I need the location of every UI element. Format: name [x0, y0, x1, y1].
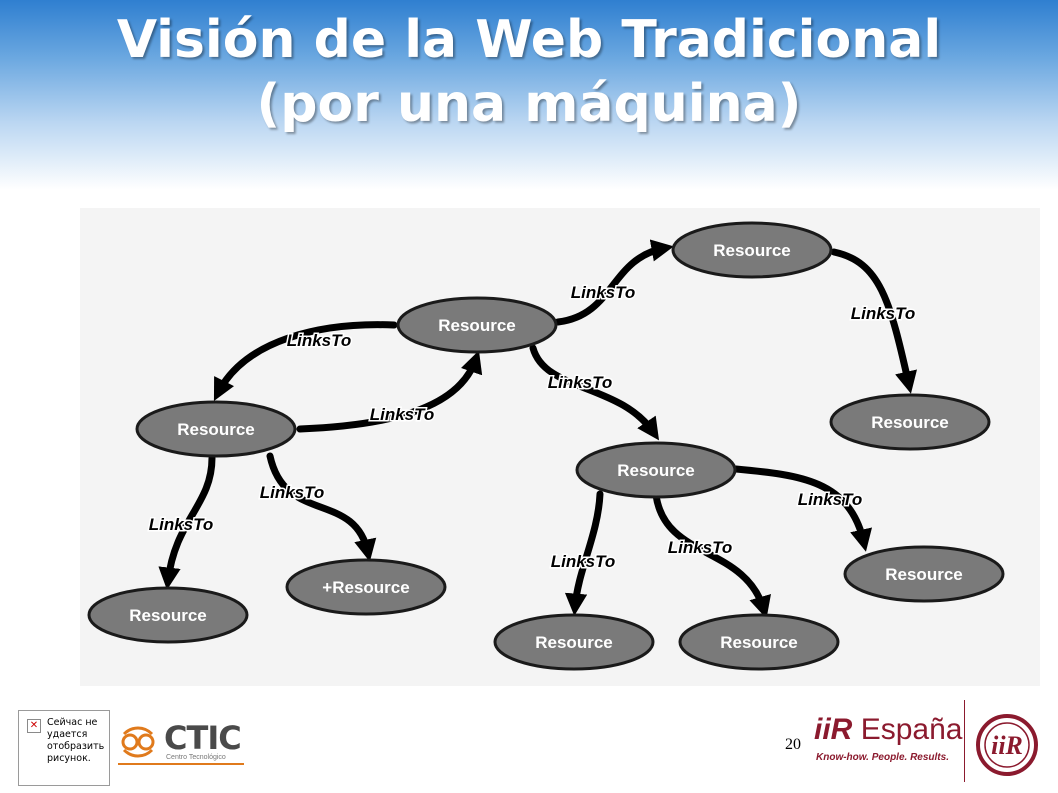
- ctic-underline: [118, 763, 244, 765]
- edge-n_mid-to-n_mid_right: LinksTo: [732, 465, 873, 552]
- node-label: Resource: [720, 633, 797, 652]
- edge-arrow: [652, 491, 771, 619]
- edge-label: LinksTo: [149, 515, 214, 534]
- edge-arrow: [564, 490, 604, 616]
- edge-n_left-to-n_bottom_left: LinksTo: [147, 454, 216, 590]
- edge-label: LinksTo: [571, 283, 636, 302]
- edge-n_top-to-n_right_mid: LinksTo: [830, 248, 917, 394]
- iir-name: iiR: [814, 713, 853, 746]
- node-label: Resource: [438, 316, 515, 335]
- title-band: [0, 0, 1058, 190]
- edge-label: LinksTo: [548, 373, 613, 392]
- broken-image-icon: ✕: [27, 719, 41, 733]
- edge-arrow: [213, 321, 398, 401]
- node-ellipse: [678, 613, 840, 671]
- node-ellipse: [396, 296, 558, 354]
- node-label: Resource: [129, 606, 206, 625]
- edge-n_left-to-n_center: LinksTo: [296, 350, 483, 433]
- node-n-mid-right: Resource: [843, 545, 1005, 603]
- ctic-subtitle: Centro Tecnológico: [166, 754, 226, 761]
- node-n-mid: Resource: [575, 441, 737, 499]
- edge-label: LinksTo: [551, 552, 616, 571]
- edge-n_center-to-n_mid: LinksTo: [529, 344, 660, 441]
- edge-arrow: [529, 344, 660, 441]
- edge-label: LinksTo: [798, 490, 863, 509]
- iir-seal-icon: iiR: [976, 714, 1038, 776]
- node-ellipse: [829, 393, 991, 451]
- edge-label: LinksTo: [370, 405, 435, 424]
- slide-title-line1: Visión de la Web Tradicional: [116, 10, 942, 70]
- edge-label: LinksTo: [668, 538, 733, 557]
- node-n-plus: +Resource: [285, 558, 447, 616]
- iir-seal-letters: iiR: [991, 731, 1023, 760]
- edge-arrow: [266, 452, 377, 562]
- edge-arrow: [158, 454, 216, 590]
- node-n-bottom-mid1: Resource: [493, 613, 655, 671]
- node-n-bottom-left: Resource: [87, 586, 249, 644]
- iir-tagline: Know-how. People. Results.: [816, 752, 949, 763]
- edge-arrow: [830, 248, 917, 394]
- slide-title-line2: (por una máquina): [256, 74, 802, 134]
- slide-title: Visión de la Web Tradicional (por una má…: [0, 8, 1058, 136]
- node-label: Resource: [871, 413, 948, 432]
- node-ellipse: [285, 558, 447, 616]
- edge-n_mid-to-n_bottom_mid1: LinksTo: [549, 490, 617, 616]
- node-ellipse: [575, 441, 737, 499]
- node-ellipse: [843, 545, 1005, 603]
- node-label: Resource: [535, 633, 612, 652]
- edge-n_center-to-n_top: LinksTo: [554, 239, 674, 326]
- node-n-center: Resource: [396, 296, 558, 354]
- edge-arrow: [296, 350, 483, 433]
- slide-number: 20: [785, 736, 801, 753]
- ctic-wordmark: CTIC: [164, 719, 242, 757]
- node-n-bottom-mid2: Resource: [678, 613, 840, 671]
- broken-image-placeholder: ✕ Сейчас не удается отобразить рисунок.: [18, 710, 110, 786]
- iir-divider: [964, 700, 965, 782]
- edge-arrow: [554, 239, 674, 326]
- node-label: Resource: [617, 461, 694, 480]
- node-ellipse: [671, 221, 833, 279]
- node-n-right-mid: Resource: [829, 393, 991, 451]
- iir-wordmark: iiR España: [814, 712, 962, 748]
- node-label: +Resource: [322, 578, 409, 597]
- node-label: Resource: [177, 420, 254, 439]
- edge-arrow: [732, 465, 873, 552]
- edge-label: LinksTo: [851, 304, 916, 323]
- node-n-left: Resource: [135, 400, 297, 458]
- ctic-logo: CTIC Centro Tecnológico: [118, 720, 248, 770]
- broken-image-text: Сейчас не удается отобразить рисунок.: [47, 717, 105, 764]
- node-ellipse: [87, 586, 249, 644]
- edge-label: LinksTo: [260, 483, 325, 502]
- iir-country: España: [860, 713, 963, 746]
- node-ellipse: [135, 400, 297, 458]
- edge-n_left-to-n_plus: LinksTo: [258, 452, 377, 562]
- edge-n_mid-to-n_bottom_mid2: LinksTo: [652, 491, 771, 619]
- iir-logo: iiR España Know-how. People. Results.: [814, 712, 962, 772]
- edges-layer: LinksToLinksToLinksToLinksToLinksToLinks…: [147, 239, 917, 619]
- ctic-swirl-icon: [121, 726, 155, 758]
- node-n-top: Resource: [671, 221, 833, 279]
- edge-n_center-to-n_left: LinksTo: [213, 321, 398, 401]
- node-label: Resource: [885, 565, 962, 584]
- node-ellipse: [493, 613, 655, 671]
- node-label: Resource: [713, 241, 790, 260]
- edge-label: LinksTo: [287, 331, 352, 350]
